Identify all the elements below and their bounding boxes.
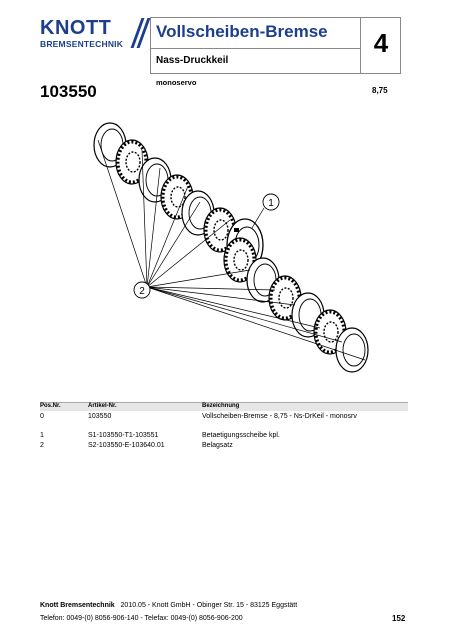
leader-lines [97, 139, 366, 361]
svg-text:2: 2 [139, 286, 145, 297]
row-pos: 2 [40, 442, 44, 449]
row-description: Vollscheiben-Bremse - 8,75 - Ns-DrKeil -… [202, 413, 357, 420]
header-rule [150, 48, 360, 49]
row-pos: 1 [40, 432, 44, 439]
company-logo: KNOTT BREMSENTECHNIK [40, 17, 151, 52]
disc-stack [93, 122, 369, 373]
row-article: S1-103550-T1-103551 [88, 432, 159, 439]
page-title: Vollscheiben-Bremse [156, 22, 328, 41]
header-rule [150, 17, 400, 18]
footer-contact: Telefon: 0049-(0) 8056-906-140 - Telefax… [40, 615, 243, 622]
page-subtitle: Nass-Druckkeil [156, 55, 229, 66]
product-size: 8,75 [372, 86, 388, 95]
footer-address: 2010.05 - Knott GmbH - Obinger Str. 15 -… [120, 602, 298, 609]
callout-1: 1 [262, 193, 280, 211]
footer-company: Knott Bremsentechnik [40, 602, 115, 609]
row-pos: 0 [40, 413, 44, 420]
header-divider [360, 17, 361, 74]
friction-ring [335, 327, 369, 373]
logo-subline: BREMSENTECHNIK [40, 39, 124, 49]
callout-2: 2 [133, 281, 151, 299]
row-description: Belagsatz [202, 442, 233, 449]
row-article: 103550 [88, 413, 112, 420]
col-header-pos: Pos.Nr. [40, 403, 61, 409]
exploded-view-drawing: 1 2 [93, 122, 369, 373]
row-description: Betaetigungsscheibe kpl. [202, 432, 280, 439]
row-article: S2-103550-E-103640.01 [88, 442, 165, 449]
header-divider [150, 17, 151, 74]
footer-line-1: Knott Bremsentechnik 2010.05 - Knott Gmb… [40, 602, 297, 609]
chapter-number: 4 [373, 28, 389, 58]
logo-wordmark: KNOTT [40, 17, 112, 39]
product-variant: monoservo [156, 78, 197, 87]
col-header-description: Bezeichnung [202, 403, 240, 409]
parts-table-header [40, 402, 408, 411]
header-rule [150, 73, 400, 74]
product-part-number: 103550 [40, 82, 97, 101]
svg-text:1: 1 [268, 198, 274, 209]
header-divider [400, 17, 401, 74]
page-number: 152 [392, 614, 406, 623]
col-header-article: Artikel-Nr. [88, 403, 117, 409]
